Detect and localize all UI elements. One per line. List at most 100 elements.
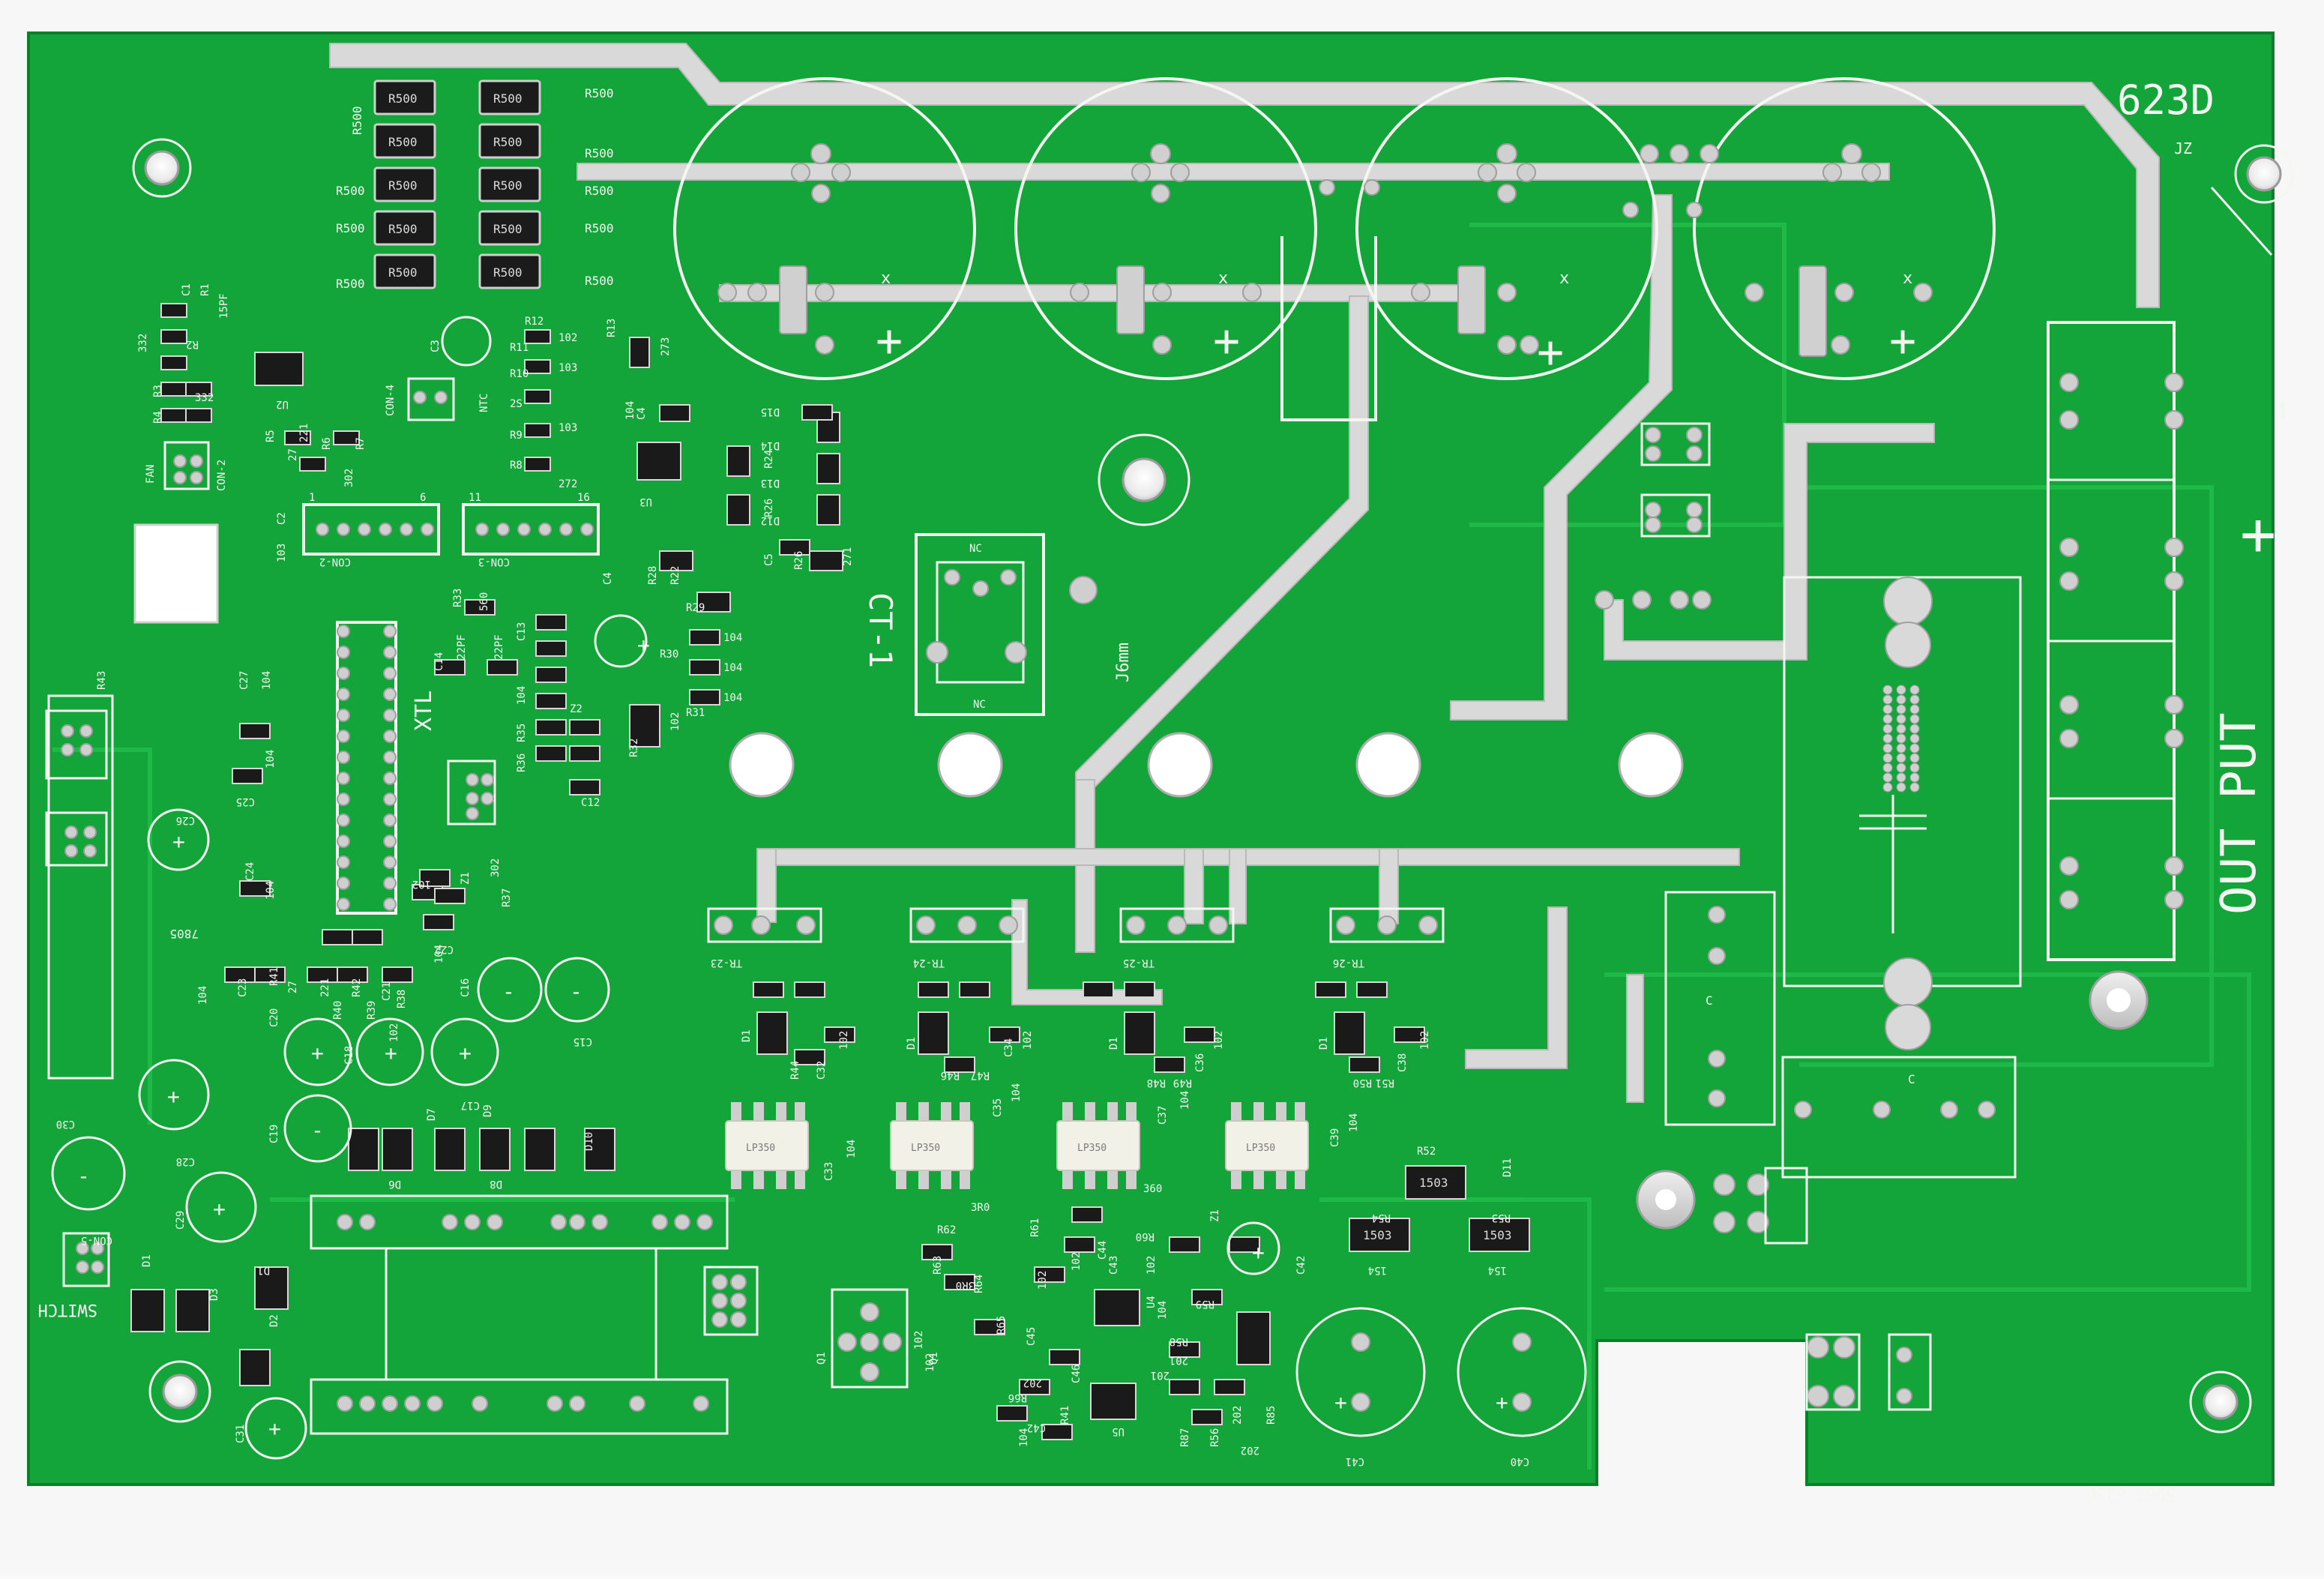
svg-text:R500: R500 xyxy=(350,106,364,135)
svg-text:R500: R500 xyxy=(493,178,523,193)
svg-text:D7: D7 xyxy=(426,1108,438,1121)
svg-text:C28: C28 xyxy=(176,1155,195,1167)
svg-text:104: 104 xyxy=(197,986,209,1005)
svg-text:+: + xyxy=(1889,315,1916,367)
svg-text:+: + xyxy=(876,315,903,367)
board-part-number: 5962.623D xyxy=(2086,1484,2176,1503)
svg-text:R48: R48 xyxy=(1147,1077,1166,1089)
svg-text:R9: R9 xyxy=(510,430,523,442)
svg-text:104: 104 xyxy=(1348,1113,1360,1132)
svg-text:C21: C21 xyxy=(381,982,393,1001)
bottom-right-connector-2 xyxy=(1888,1333,1932,1411)
capacitor-polarity-marks: + + + + x x x x xyxy=(876,269,1916,379)
svg-text:R63: R63 xyxy=(932,1256,944,1275)
svg-text:R500: R500 xyxy=(336,221,365,235)
svg-text:C1: C1 xyxy=(181,283,193,296)
svg-text:R87: R87 xyxy=(1179,1428,1191,1447)
svg-text:104: 104 xyxy=(846,1140,858,1158)
svg-text:104: 104 xyxy=(723,662,742,674)
svg-text:D1: D1 xyxy=(741,1029,753,1042)
svg-text:Z2: Z2 xyxy=(570,703,582,715)
svg-text:R36: R36 xyxy=(516,754,528,772)
svg-text:R85: R85 xyxy=(1265,1406,1277,1425)
svg-text:D15: D15 xyxy=(761,406,780,418)
svg-text:D2: D2 xyxy=(268,1314,280,1327)
svg-text:+: + xyxy=(1334,1390,1347,1415)
corner-silk-line xyxy=(2210,187,2273,256)
svg-text:R500: R500 xyxy=(388,178,418,193)
svg-text:R500: R500 xyxy=(585,146,614,160)
svg-text:R65: R65 xyxy=(996,1316,1008,1335)
svg-text:CON-2: CON-2 xyxy=(216,460,228,491)
svg-text:R500: R500 xyxy=(493,265,523,280)
hole-note: J6mm xyxy=(1114,643,1133,682)
svg-text:104: 104 xyxy=(1018,1428,1030,1447)
svg-text:C34: C34 xyxy=(1003,1038,1015,1057)
svg-text:D1: D1 xyxy=(1108,1037,1120,1050)
svg-text:302: 302 xyxy=(490,858,502,877)
svg-text:302: 302 xyxy=(343,469,355,487)
svg-text:104: 104 xyxy=(265,750,277,769)
svg-text:TR-23: TR-23 xyxy=(711,957,742,969)
svg-text:+: + xyxy=(213,1197,226,1221)
regulator-label: 7805 xyxy=(169,927,199,941)
svg-text:NC: NC xyxy=(973,699,986,711)
mcu-dip-footprint xyxy=(336,621,397,915)
svg-text:27: 27 xyxy=(287,448,299,461)
svg-text:102: 102 xyxy=(412,878,431,890)
svg-text:102: 102 xyxy=(1022,1031,1034,1050)
svg-text:C5: C5 xyxy=(763,553,775,566)
svg-text:R66: R66 xyxy=(1008,1392,1027,1404)
svg-text:332: 332 xyxy=(137,334,149,352)
svg-text:+: + xyxy=(172,829,185,854)
svg-text:R60: R60 xyxy=(1136,1230,1155,1242)
svg-text:C36: C36 xyxy=(1194,1053,1206,1072)
svg-text:271: 271 xyxy=(842,547,854,566)
svg-text:R29: R29 xyxy=(686,602,705,614)
svg-text:C3: C3 xyxy=(430,340,442,352)
output-minus-label: - xyxy=(2248,390,2324,430)
svg-text:R500: R500 xyxy=(585,184,614,198)
svg-text:C: C xyxy=(1706,993,1713,1008)
svg-text:C43: C43 xyxy=(1108,1256,1120,1275)
svg-text:R58: R58 xyxy=(1169,1335,1188,1347)
svg-text:CON-4: CON-4 xyxy=(385,385,397,416)
svg-text:R22: R22 xyxy=(669,566,681,585)
svg-text:R12: R12 xyxy=(525,316,544,328)
svg-text:R7: R7 xyxy=(355,437,367,450)
svg-text:+: + xyxy=(637,633,650,658)
svg-text:C19: C19 xyxy=(268,1125,280,1143)
svg-text:+: + xyxy=(1537,326,1564,379)
svg-text:D12: D12 xyxy=(761,514,780,526)
current-transformer-footprint: NC NC CT-1 J6mm xyxy=(862,533,1133,716)
component-designators: C1 R1 15PF 332 R3 R4 332 R2 U2 R5 27 221… xyxy=(56,283,1529,1467)
svg-text:102: 102 xyxy=(1071,1252,1083,1271)
mounting-holes xyxy=(132,138,2294,1434)
small-capacitor-footprints xyxy=(51,316,1587,1460)
svg-text:C40: C40 xyxy=(1511,1455,1529,1467)
svg-text:R8: R8 xyxy=(510,460,523,472)
svg-text:D9: D9 xyxy=(482,1104,494,1117)
svg-text:C14: C14 xyxy=(433,652,445,671)
svg-text:+: + xyxy=(1213,315,1240,367)
svg-text:154: 154 xyxy=(1488,1264,1507,1276)
svg-text:R1: R1 xyxy=(199,283,211,296)
svg-text:C31: C31 xyxy=(235,1425,247,1443)
svg-text:C32: C32 xyxy=(816,1061,828,1080)
ct-label: CT-1 xyxy=(862,592,899,668)
svg-text:R43: R43 xyxy=(96,671,108,690)
svg-text:C27: C27 xyxy=(238,671,250,690)
svg-text:103: 103 xyxy=(559,362,577,374)
svg-text:TR-25: TR-25 xyxy=(1123,957,1155,969)
svg-text:C4: C4 xyxy=(602,572,614,585)
svg-text:1503: 1503 xyxy=(1419,1176,1448,1190)
svg-text:1503: 1503 xyxy=(1483,1228,1512,1242)
svg-text:202: 202 xyxy=(1232,1406,1244,1425)
svg-text:1503: 1503 xyxy=(1363,1228,1392,1242)
svg-text:R13: R13 xyxy=(606,319,618,337)
svg-text:R32: R32 xyxy=(628,739,640,757)
svg-text:C38: C38 xyxy=(1397,1053,1409,1072)
svg-text:C30: C30 xyxy=(56,1118,75,1130)
